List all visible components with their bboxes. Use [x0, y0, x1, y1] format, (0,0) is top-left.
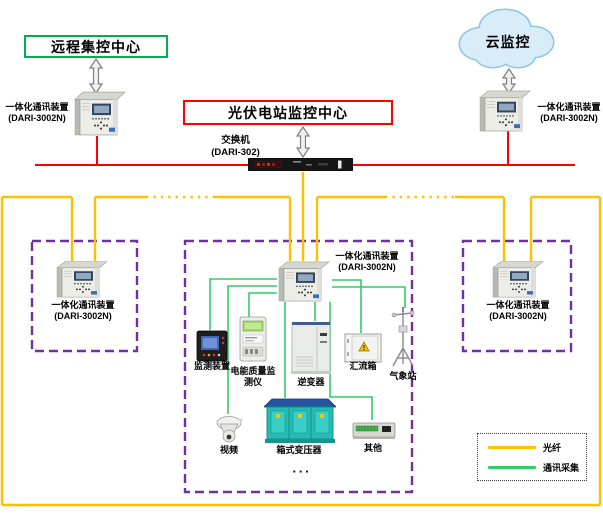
comm-device-right [490, 260, 546, 298]
switch-label: 交换机 (DARI-302) [211, 135, 260, 158]
arrow-center-to-switch [295, 125, 311, 159]
pv-monitoring-center-box: 光伏电站监控中心 [183, 100, 393, 125]
fiber-line-sample [488, 445, 536, 449]
inverter-label: 逆变器 [297, 377, 325, 387]
legend-item-fiber: 光纤 [478, 437, 586, 457]
combiner-box-icon [344, 333, 382, 363]
other-device-icon [352, 420, 396, 440]
comm-device-label-left: 一体化通讯装置 (DARI-3002N) [51, 300, 115, 322]
inverter-icon [291, 321, 331, 375]
legend-item-comm: 通讯采集 [478, 457, 586, 477]
combiner-box-label: 汇流箱 [349, 361, 377, 371]
arrow-remote-to-device [88, 57, 104, 95]
cloud-monitor-label: 云监控 [485, 34, 531, 50]
power-quality-meter-label: 电能质量监测仪 [230, 366, 276, 388]
box-transformer-label: 箱式变压器 [276, 445, 322, 455]
comm-device-label-center: 一体化通讯装置 (DARI-3002N) [335, 251, 399, 273]
double-arrows [88, 57, 517, 159]
legend-box: 光纤 通讯采集 [477, 433, 587, 481]
more-equipment-ellipsis: ··· [292, 464, 312, 479]
other-label: 其他 [363, 443, 382, 453]
zone-left [30, 239, 139, 353]
remote-control-center-box: 远程集控中心 [24, 35, 168, 58]
weather-station-icon [390, 306, 416, 370]
comm-device-label-top-right: 一体化通讯装置 (DARI-3002N) [537, 102, 601, 124]
comm-device-left [54, 260, 110, 298]
cloud-icon [448, 2, 563, 74]
fiber-lines [0, 172, 602, 507]
power-quality-meter-icon [239, 316, 267, 362]
zone-borders [30, 239, 573, 494]
comm-line-sample [488, 465, 536, 469]
comm-device-label-right: 一体化通讯装置 (DARI-3002N) [486, 300, 550, 322]
zone-right [461, 239, 573, 353]
monitor-device-icon [196, 330, 228, 362]
video-camera-icon [214, 414, 244, 444]
video-label: 视频 [219, 445, 238, 455]
comm-device-top-left [72, 90, 128, 136]
fiber-line-label: 光纤 [543, 442, 562, 453]
monitor-device-label: 监测装置 [193, 361, 230, 371]
box-transformer-icon [264, 398, 336, 444]
comm-line-label: 通讯采集 [543, 462, 580, 473]
comm-device-center [276, 260, 332, 302]
zone-center [183, 239, 414, 494]
comm-device-top-right [477, 89, 533, 132]
comm-device-label-top-left: 一体化通讯装置 (DARI-3002N) [5, 102, 69, 124]
network-switch-icon [248, 158, 353, 171]
weather-station-label: 气象站 [389, 371, 417, 381]
